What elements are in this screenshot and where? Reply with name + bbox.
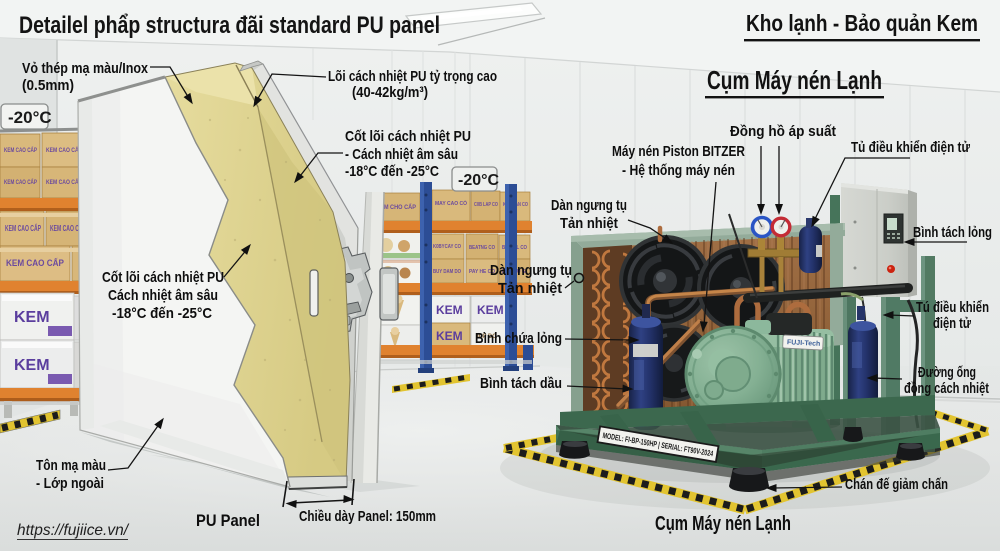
svg-text:Dàn ngưng tụ: Dàn ngưng tụ [490, 262, 572, 279]
svg-text:KEM: KEM [14, 357, 50, 374]
svg-text:(40-42kg/m³): (40-42kg/m³) [352, 84, 428, 101]
svg-text:Dàn ngưng tụ: Dàn ngưng tụ [551, 197, 627, 214]
svg-text:KEM CHO CẤP: KEM CHO CẤP [376, 204, 416, 211]
svg-text:KEM CAO CẤP: KEM CAO CẤP [46, 179, 82, 186]
svg-text:KEM: KEM [436, 329, 463, 343]
svg-text:Tú điều khiển: Tú điều khiển [916, 299, 989, 316]
svg-text:KEM CAO CẤP: KEM CAO CẤP [4, 179, 37, 186]
svg-text:KEM CAO CẤP: KEM CAO CẤP [46, 147, 82, 154]
svg-text:Chán đế giảm chấn: Chán đế giảm chấn [845, 476, 948, 493]
svg-text:KEM: KEM [436, 303, 463, 317]
svg-text:(0.5mm): (0.5mm) [22, 77, 74, 94]
svg-text:Bình tách dầu: Bình tách dầu [480, 375, 562, 392]
svg-text:đồng cách nhiệt: đồng cách nhiệt [904, 380, 989, 397]
svg-text:Lõi cách nhiệt PU tỷ trọng cao: Lõi cách nhiệt PU tỷ trọng cao [328, 68, 497, 85]
svg-text:Cách nhiệt âm sâu: Cách nhiệt âm sâu [108, 287, 218, 304]
svg-text:PAY HE CO: PAY HE CO [469, 269, 496, 275]
svg-text:K0BYCAY CO: K0BYCAY CO [433, 244, 462, 250]
svg-text:Cụm Máy nén Lạnh: Cụm Máy nén Lạnh [655, 513, 791, 535]
svg-text:điện tử: điện tử [933, 315, 971, 332]
svg-text:BEATNG CO: BEATNG CO [469, 245, 496, 251]
svg-text:https://fujiice.vn/: https://fujiice.vn/ [17, 522, 130, 539]
svg-text:-20°C: -20°C [458, 172, 500, 189]
svg-text:Máy nén Piston BITZER: Máy nén Piston BITZER [612, 143, 745, 160]
svg-text:Cốt lõi cách nhiệt PU: Cốt lõi cách nhiệt PU [102, 269, 224, 286]
svg-text:ILP ĐO: ILP ĐO [477, 334, 497, 340]
svg-text:Vỏ thép mạ màu/Inox: Vỏ thép mạ màu/Inox [22, 60, 149, 77]
svg-text:Kho lạnh - Bảo quản Kem: Kho lạnh - Bảo quản Kem [746, 10, 978, 36]
svg-text:Detailel phẩp structura đãi st: Detailel phẩp structura đãi standard PU … [19, 12, 440, 39]
svg-text:KEM CAO CẤP: KEM CAO CẤP [5, 223, 41, 233]
svg-text:- Hệ thống máy nén: - Hệ thống máy nén [622, 162, 735, 179]
svg-text:PU Panel: PU Panel [196, 511, 260, 530]
svg-text:Cốt lõi cách nhiệt PU: Cốt lõi cách nhiệt PU [345, 128, 471, 145]
svg-text:MAY CAO CỔ: MAY CAO CỔ [435, 200, 468, 207]
svg-text:-18°C đến -25°C: -18°C đến -25°C [112, 305, 212, 322]
svg-text:KEM: KEM [14, 309, 50, 326]
svg-text:Bình tách lỏng: Bình tách lỏng [913, 224, 992, 241]
svg-text:KEM CAO CẤP: KEM CAO CẤP [4, 147, 37, 154]
svg-text:Tản nhiệt: Tản nhiệt [498, 280, 562, 297]
svg-text:FUJI-Tech: FUJI-Tech [787, 339, 821, 348]
svg-text:Đồng hồ áp suất: Đồng hồ áp suất [730, 123, 836, 140]
svg-text:KEM CAO CẤP: KEM CAO CẤP [50, 223, 86, 233]
svg-text:-20°C: -20°C [8, 108, 52, 127]
svg-text:Chiều dày Panel: 150mm: Chiều dày Panel: 150mm [299, 508, 436, 525]
svg-text:Bình chứa lỏng: Bình chứa lỏng [475, 330, 562, 347]
svg-text:-18°C đến -25°C: -18°C đến -25°C [345, 163, 439, 180]
svg-text:Đường ống: Đường ống [918, 364, 976, 381]
svg-text:KEM CAO CẤP: KEM CAO CẤP [6, 258, 64, 268]
svg-text:KEM: KEM [477, 303, 504, 317]
svg-text:Tủ điều khiển điện tử: Tủ điều khiển điện tử [851, 139, 970, 156]
svg-text:- Lớp ngoài: - Lớp ngoài [36, 475, 104, 492]
svg-text:Cụm Máy nén Lạnh: Cụm Máy nén Lạnh [707, 65, 882, 95]
svg-text:Tôn mạ màu: Tôn mạ màu [36, 457, 106, 474]
svg-text:- Cách nhiệt âm sâu: - Cách nhiệt âm sâu [345, 146, 458, 163]
svg-text:Tản nhiệt: Tản nhiệt [560, 215, 618, 232]
svg-text:BUY DAM DO: BUY DAM DO [433, 269, 462, 275]
svg-text:C0B LAP CO: C0B LAP CO [474, 202, 499, 208]
